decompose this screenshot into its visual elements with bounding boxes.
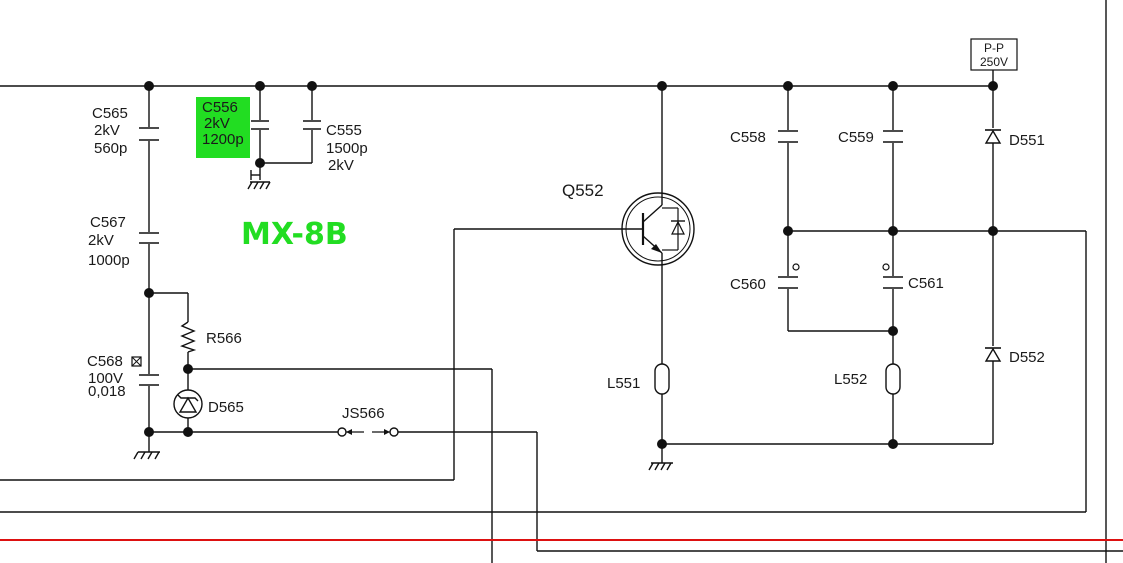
d565-ref: D565 (208, 399, 244, 416)
q552-ref: Q552 (562, 181, 604, 200)
ground-symbol-icon (133, 445, 160, 460)
pp-voltage: 250V (980, 55, 1008, 69)
c560-ref: C560 (730, 276, 766, 293)
polarity-mark-icon (792, 263, 800, 271)
ground-symbol-icon (247, 170, 271, 190)
c568-voltage: 100V (88, 370, 123, 387)
c565-voltage: 2kV (94, 122, 120, 139)
c558-ref: C558 (730, 129, 766, 146)
c555-ref: C555 (326, 122, 362, 139)
js566-ref: JS566 (342, 405, 385, 422)
c556-voltage: 2kV (204, 115, 230, 132)
l551-ref: L551 (607, 375, 640, 392)
model-label: MX-8B (241, 217, 348, 252)
inductor-icon (885, 363, 901, 395)
zener-diode-icon (173, 389, 203, 419)
inductor-icon (654, 363, 670, 395)
c568-ref: C568 (87, 353, 123, 370)
polarity-mark-icon (882, 263, 890, 271)
c561-ref: C561 (908, 275, 944, 292)
r566-ref: R566 (206, 330, 242, 347)
c556-ref: C556 (202, 99, 238, 116)
transistor-igbt-icon (621, 192, 695, 266)
c565-value: 560p (94, 140, 127, 157)
c565-ref: C565 (92, 105, 128, 122)
l552-ref: L552 (834, 371, 867, 388)
c568-value: 0,018 (88, 383, 126, 400)
safety-mark-icon (131, 356, 142, 367)
pp-label: P-P (984, 41, 1004, 55)
c556-value: 1200p (202, 131, 244, 148)
c567-ref: C567 (90, 214, 126, 231)
jumper-js566-icon (337, 427, 399, 437)
c556-highlight (196, 97, 250, 158)
d552-ref: D552 (1009, 349, 1045, 366)
d551-ref: D551 (1009, 132, 1045, 149)
diode-icon (984, 347, 1002, 362)
diode-icon (984, 129, 1002, 144)
c555-value: 1500p (326, 140, 368, 157)
capacitor-icon (139, 120, 903, 386)
c555-voltage: 2kV (328, 157, 354, 174)
c567-value: 1000p (88, 252, 130, 269)
resistor-icon (180, 321, 197, 353)
junction-dots (144, 81, 998, 449)
c567-voltage: 2kV (88, 232, 114, 249)
ground-symbol-icon (648, 456, 673, 471)
pp-voltage-box: P-P 250V (970, 38, 1018, 71)
c559-ref: C559 (838, 129, 874, 146)
